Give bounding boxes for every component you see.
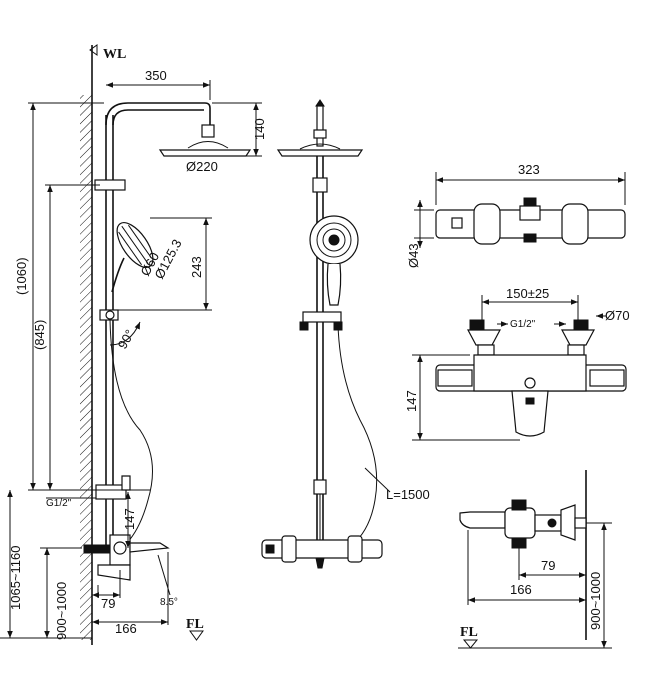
hand-shower-handle: [111, 257, 125, 293]
inlet-right-nut: [573, 319, 589, 331]
depth-166-label: 166: [115, 621, 137, 636]
top-handle-marker: [451, 217, 463, 229]
wall-hatch: [80, 95, 92, 640]
thread-label-side: G1/2": [46, 498, 72, 509]
shower-arm-outer: [105, 102, 211, 130]
valve-side-escutcheon: [560, 504, 576, 541]
hose-side: [109, 319, 153, 546]
hose-leader: [364, 467, 391, 493]
top-diameter-label: Ø43: [406, 243, 421, 268]
head-stem: [316, 105, 324, 147]
hand-shower-grip: [326, 263, 342, 306]
floor-valve-label: 900~1000: [54, 582, 69, 640]
valve-height-label: 147: [404, 390, 419, 412]
valve-center-block: [473, 354, 587, 392]
offset-79-label: 79: [101, 596, 115, 611]
valve-side-spout: [459, 511, 506, 529]
floor-marker-icon-right: [462, 639, 479, 649]
floor-marker-label-left: FL: [186, 617, 204, 632]
valve-spout-front: [511, 390, 549, 437]
mixer-dial: [113, 541, 127, 555]
head-dome: [187, 141, 229, 149]
front-slider: [302, 311, 342, 323]
floor-marker-label-right: FL: [460, 625, 478, 640]
head-joint: [201, 124, 215, 138]
slide-height-label: (845): [32, 320, 47, 350]
top-cap: [315, 99, 325, 107]
angle-label: 90°: [115, 327, 138, 352]
top-diverter: [519, 205, 541, 221]
floor-total-label: 1065~1160: [8, 546, 23, 610]
spout-angle-line: [157, 554, 171, 596]
arm-length-label: 350: [145, 68, 167, 83]
wall-marker-label: WL: [103, 47, 126, 62]
valve-side-top-nut: [511, 499, 527, 511]
valve-drop-label: 147: [122, 508, 137, 530]
hand-height-label: 243: [189, 256, 204, 278]
slide-knob: [105, 310, 115, 320]
total-height-label: (1060): [14, 257, 29, 295]
inlet-spacing-label: 150±25: [506, 286, 549, 301]
top-width-label: 323: [518, 162, 540, 177]
side-view: WL: [0, 44, 267, 645]
hose-length-label: L=1500: [386, 487, 430, 502]
hose-front: [337, 324, 378, 546]
valve-center-dot: [524, 377, 536, 389]
wall-inlet: [83, 544, 111, 554]
cap-diameter-label: Ø70: [605, 308, 630, 323]
top-view: 323 Ø43: [406, 162, 626, 268]
diverter-knob: [121, 475, 131, 491]
valve-side-inlet: [574, 517, 587, 529]
hand-shower: [116, 222, 154, 268]
top-cap-left: [473, 203, 501, 245]
valve-side-166-label: 166: [510, 582, 532, 597]
spout-angle-label: 8.5°: [160, 597, 178, 608]
inlet-left-nut: [469, 319, 485, 331]
valve-handle-left: [437, 369, 473, 387]
front-joint-lower: [313, 479, 327, 495]
valve-side-view: 79 166 900~1000 FL: [458, 470, 612, 649]
valve-side-body: [504, 507, 536, 539]
valve-side-floor-label: 900~1000: [588, 572, 603, 630]
head-drop-label: 140: [252, 118, 267, 140]
spout: [129, 542, 170, 553]
front-view: L=1500: [261, 99, 430, 569]
inlet-right-body: [561, 329, 595, 346]
shower-arm-inner: [112, 109, 204, 126]
wall-marker-icon: [89, 44, 98, 56]
floor-marker-icon-left: [189, 630, 204, 641]
valve-side-79-label: 79: [541, 558, 555, 573]
front-spout: [315, 557, 325, 569]
angle-arc: [109, 321, 141, 346]
valve-front-view: 150±25 G1/2" Ø70 147: [404, 286, 630, 441]
head-shower-front: [276, 149, 364, 157]
head-shower-side: [158, 149, 252, 157]
mixer-lower-block: [97, 564, 131, 581]
head-diameter-label: Ø220: [186, 159, 218, 174]
valve-handle-right: [589, 369, 625, 387]
front-bracket-top: [312, 177, 328, 193]
mixer-bar-front: [261, 539, 383, 559]
inlet-left-body: [467, 329, 501, 346]
top-cap-right: [561, 203, 589, 245]
valve-thread-label: G1/2": [510, 319, 536, 330]
